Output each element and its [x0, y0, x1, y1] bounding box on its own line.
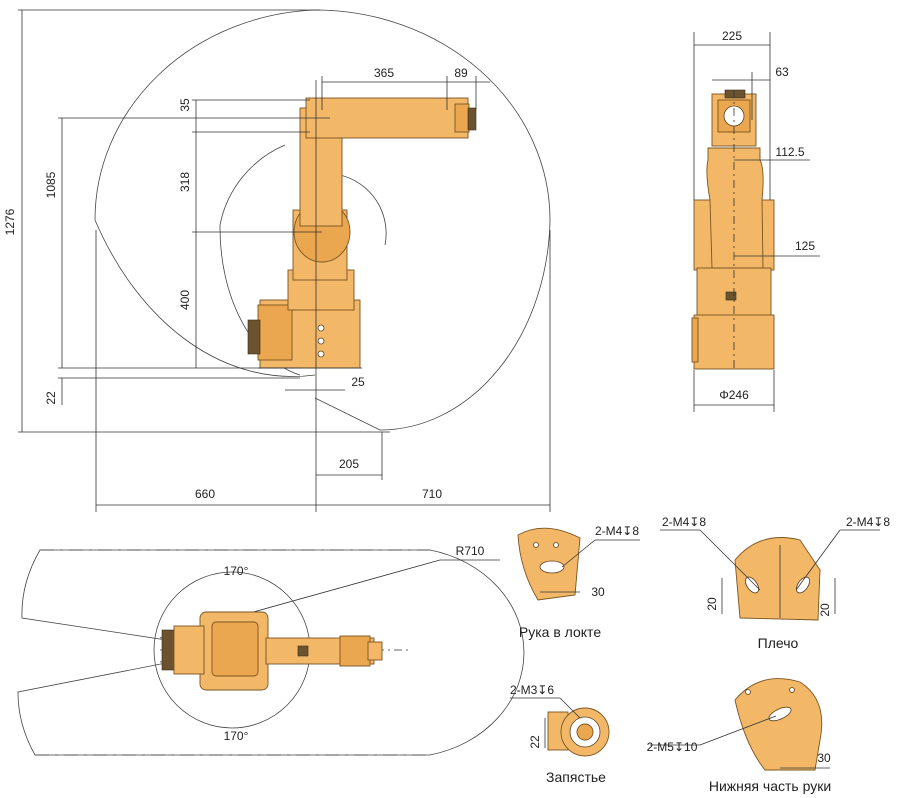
dim-710: 710 [422, 487, 442, 501]
dim-1276: 1276 [3, 208, 17, 235]
dim-1085: 1085 [44, 171, 58, 198]
shoulder-caption: Плечо [758, 635, 799, 651]
detail-elbow: 2-M4↧8 30 Рука в локте [517, 524, 640, 640]
detail-shoulder: 2-M4↧8 2-M4↧8 20 20 Плечо [660, 515, 890, 651]
robot-front-body [691, 89, 775, 372]
top-view: 170° 170° R710 [17, 544, 525, 756]
detail-wrist: 2-M3↧6 22 Запястье [510, 683, 610, 785]
shoulder-callout-left: 2-M4↧8 [662, 515, 706, 529]
dim-365: 365 [374, 66, 394, 80]
dim-225: 225 [722, 29, 742, 43]
lower-arm-dim: 30 [817, 751, 831, 765]
shoulder-dim-left: 20 [705, 597, 719, 611]
wrist-dim: 22 [528, 735, 542, 749]
radius-r710: R710 [456, 544, 485, 558]
robot-top-body [161, 611, 383, 691]
lower-arm-callout: 2-M5↧10 [647, 740, 698, 754]
dim-89: 89 [454, 66, 468, 80]
lower-arm-caption: Нижняя часть руки [709, 778, 831, 794]
robot-side-body [247, 97, 477, 369]
side-view: 1276 1085 22 35 318 400 365 89 25 205 66… [3, 9, 551, 512]
dim-205: 205 [339, 457, 359, 471]
dim-63: 63 [775, 65, 789, 79]
dim-660: 660 [195, 487, 215, 501]
dim-22: 22 [44, 391, 58, 405]
dim-318: 318 [178, 172, 192, 192]
dim-25: 25 [351, 375, 365, 389]
detail-lower-arm: 2-M5↧10 30 Нижняя часть руки [647, 678, 831, 794]
dim-35: 35 [178, 98, 192, 112]
angle-170-bottom: 170° [224, 729, 249, 743]
front-view: 225 63 112.5 125 Φ246 [691, 29, 820, 412]
angle-170-top: 170° [224, 564, 249, 578]
shoulder-callout-right: 2-M4↧8 [846, 515, 890, 529]
dim-phi246: Φ246 [719, 388, 749, 402]
side-reach-envelope [94, 9, 551, 431]
elbow-dim: 30 [591, 585, 605, 599]
dim-125: 125 [795, 239, 815, 253]
dim-400: 400 [178, 290, 192, 310]
wrist-callout: 2-M3↧6 [510, 683, 554, 697]
wrist-caption: Запястье [546, 769, 606, 785]
shoulder-dim-right: 20 [818, 603, 832, 617]
top-reach-envelope [17, 549, 525, 756]
dim-112-5: 112.5 [775, 145, 804, 159]
elbow-callout: 2-M4↧8 [595, 524, 639, 538]
elbow-caption: Рука в локте [519, 624, 601, 640]
